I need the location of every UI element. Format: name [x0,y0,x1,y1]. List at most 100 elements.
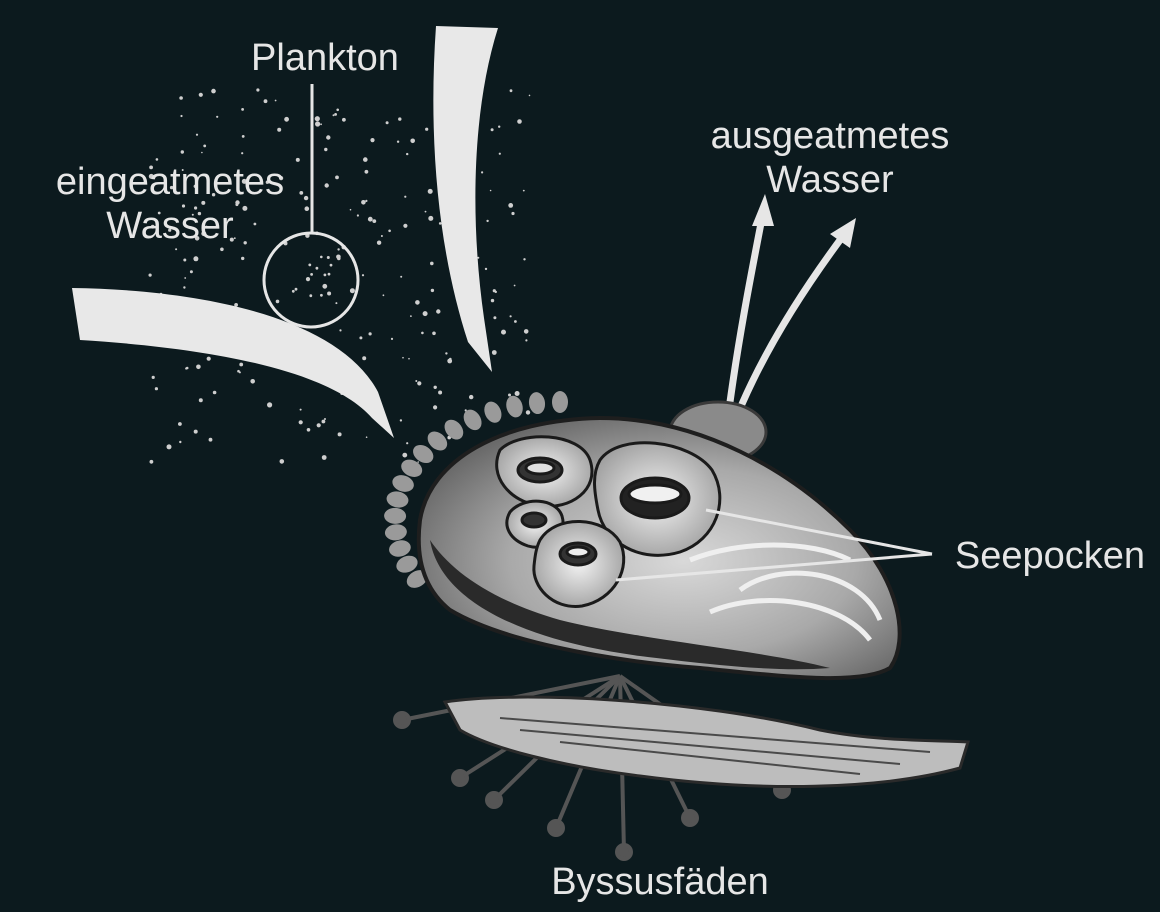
inflow-arrow-left [72,288,394,438]
plankton-particle [523,258,526,261]
plankton-particle [193,256,199,262]
plankton-particle [203,144,207,148]
mantle-tentacle [396,555,418,573]
plankton-particle [528,94,531,97]
plankton-particle [406,152,409,156]
mantle-fringe [384,391,568,588]
plankton-particle [229,237,234,242]
plankton-particle [299,191,304,195]
plankton-particle [183,286,186,289]
plankton-particle [277,127,282,132]
barnacle-4 [532,520,626,608]
plankton-particle [298,420,303,425]
plankton-particle [193,429,198,434]
plankton-particle [415,380,418,382]
barnacle-cluster [495,435,722,608]
barnacle-1 [495,435,594,508]
plankton-particle [148,173,154,179]
plankton-particle [237,369,240,373]
plankton-particle [432,331,436,336]
mantle-tentacle [427,431,448,451]
plankton-particle [498,125,501,128]
plankton-particle [279,176,284,181]
plankton-particle [513,284,516,287]
plankton-particle [320,123,322,126]
plankton-particle [233,237,236,240]
plankton-particle [321,419,326,424]
mantle-tentacle [506,395,523,418]
shell-dark-band [430,540,830,670]
plankton-particle [303,195,309,201]
plankton-particle [326,256,330,259]
plankton-particle [235,203,239,207]
plankton-particle [321,455,327,460]
outflow-arrows [726,214,850,408]
plankton-particle [241,152,244,155]
plankton-particle [477,256,480,259]
plankton-particle [508,393,511,397]
plankton-particle [469,394,474,400]
plankton-particle [421,331,424,335]
plankton-particle [149,459,154,464]
plankton-particle [494,290,497,294]
plankton-particle [157,211,161,215]
label-barnacles: Seepocken [954,535,1146,577]
plankton-particle [305,277,311,282]
plankton-particle [201,200,206,205]
plankton-particle [324,147,328,152]
plankton-particle [274,99,277,102]
plankton-particle [334,113,337,116]
plankton-particle [295,157,300,162]
plankton-particle [376,240,382,245]
plankton-particle [433,385,437,389]
plankton-particle [253,222,257,226]
plankton-particle [382,294,385,297]
plankton-particle [181,169,184,171]
plankton-particle [427,188,433,194]
plankton-particle [195,133,199,136]
plankton-particle [417,381,422,386]
plankton-particle [400,275,403,278]
plankton-particle [388,229,391,233]
plankton-particle [183,223,185,225]
label-inhaled-water: eingeatmetes Wasser [40,160,300,248]
plankton-particle [390,337,394,340]
mantle-tentacle [401,459,423,477]
plankton-particle [438,390,443,395]
plankton-particle [211,88,216,94]
plankton-particle [326,135,331,140]
plankton-particle [197,211,202,216]
plankton-particle [337,256,341,261]
plankton-particle [370,138,375,143]
plankton-particle [396,140,400,143]
label-inhaled-water-line1: eingeatmetes [55,161,285,203]
plankton-particle [198,92,203,97]
plankton-particle [181,204,186,208]
plankton-particle [309,294,313,298]
shell-growth-lines [689,542,883,642]
plankton-particle [425,127,429,131]
plankton-particle [509,315,512,318]
plankton-particle [241,256,245,261]
plankton-particle [324,418,326,420]
plankton-particle [216,115,219,118]
plankton-particle [349,208,352,211]
mantle-tentacle [413,444,434,464]
plankton-particle [332,114,335,117]
plankton-particle [323,273,327,277]
plankton-particle [239,362,244,367]
plankton-particle [198,398,203,403]
plankton-particle [445,352,448,355]
plankton-particle [234,303,239,307]
plankton-particle [365,436,368,439]
plankton-particle [438,222,442,225]
plankton-particle [362,356,367,361]
plankton-particle [404,195,407,198]
plankton-particle [356,214,359,217]
substrate-shell [442,695,970,788]
plankton-particle [148,273,152,277]
mantle-tentacle [552,391,568,413]
plankton-particle [406,442,409,445]
plankton-particle [402,356,404,359]
